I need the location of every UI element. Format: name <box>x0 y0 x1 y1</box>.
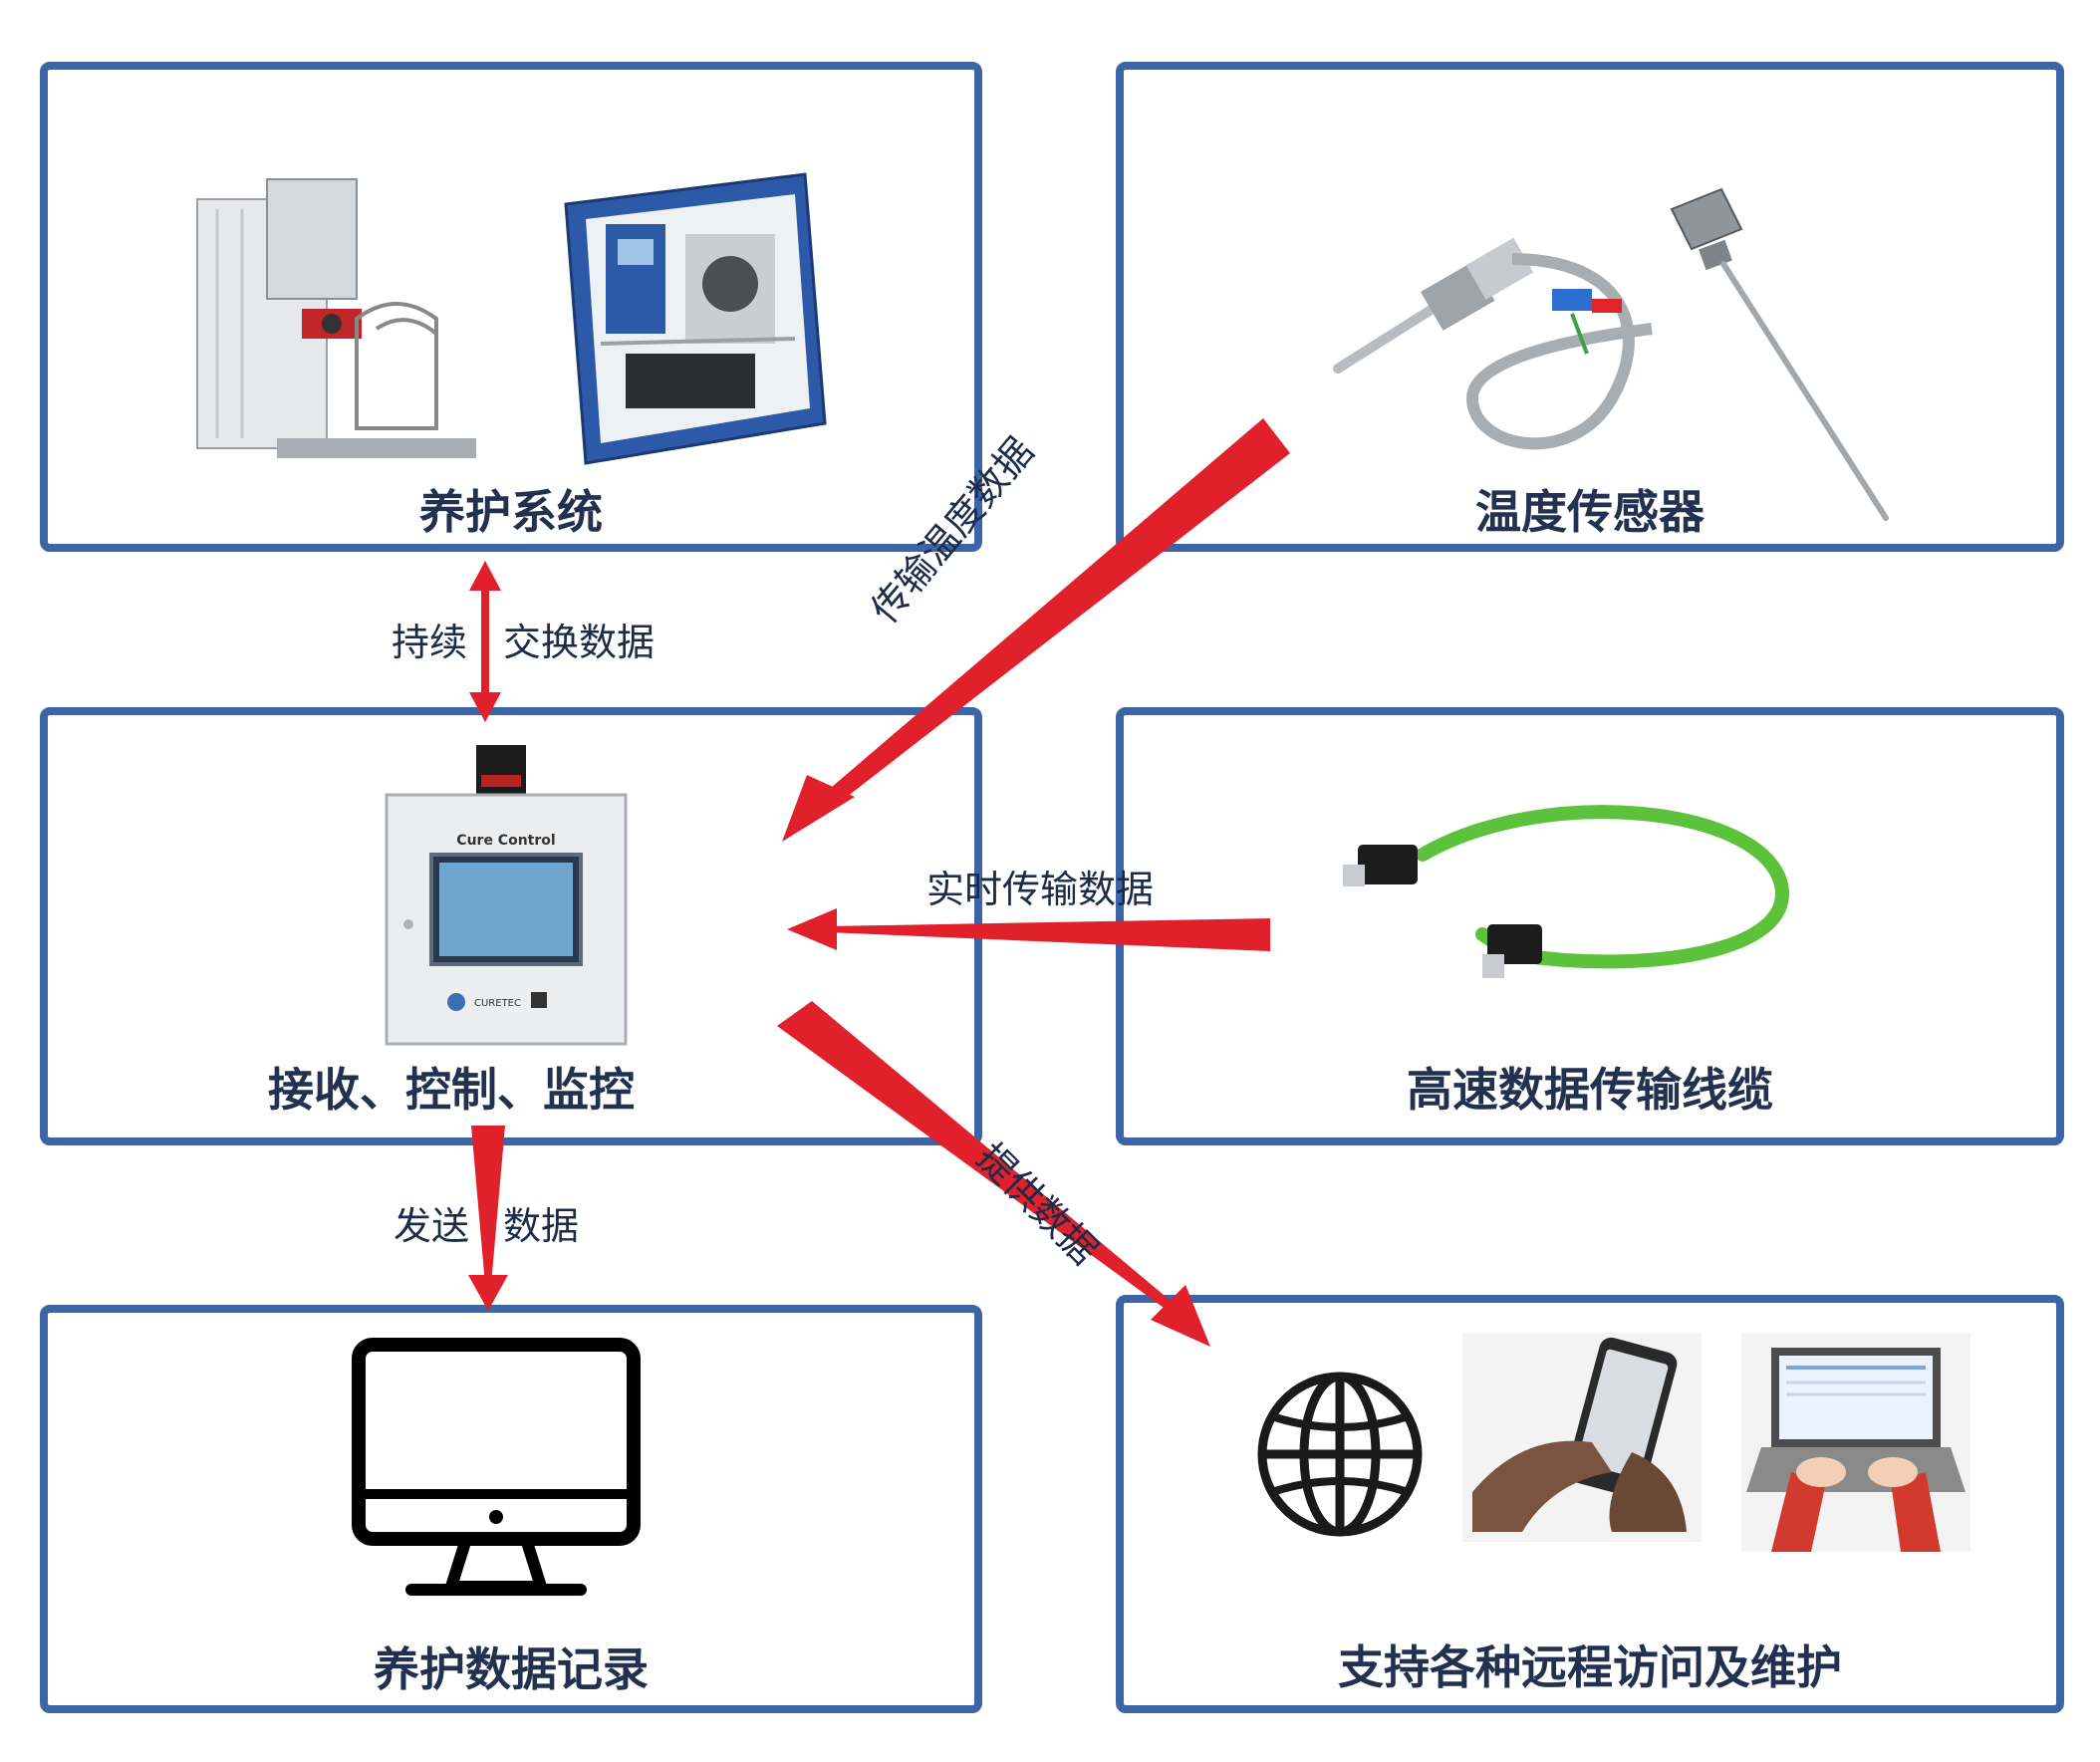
send-label-b: 数据 <box>503 1204 580 1248</box>
remote-title: 支持各种远程访问及维护 <box>1338 1640 1842 1694</box>
exchange-arrow <box>469 561 501 722</box>
rod-sensor-image <box>1670 187 1889 521</box>
cable-title: 高速数据传输线缆 <box>1407 1063 1773 1117</box>
remote-box: 支持各种远程访问及维护 <box>1116 1295 2064 1713</box>
cure-control-cabinet-image: Cure Control CURETEC <box>385 745 628 1046</box>
realtime-label: 实时传输数据 <box>926 868 1155 911</box>
ethernet-cable-image <box>1343 805 1789 978</box>
temp-sensor-title: 温度传感器 <box>1475 485 1705 539</box>
container-unit-image <box>564 172 827 465</box>
controller-title: 接收、控制、监控 <box>268 1063 635 1117</box>
exchange-label-a: 持续 <box>392 621 468 664</box>
controller-box: Cure Control CURETEC 接收、控制、监控 <box>40 707 982 1145</box>
cable-box: 高速数据传输线缆 <box>1116 707 2064 1145</box>
curetec-brand-label: CURETEC <box>474 998 521 1009</box>
thermocouple-probe-image <box>1333 237 1653 450</box>
exchange-label-b: 交换数据 <box>503 621 656 664</box>
cure-control-label: Cure Control <box>456 833 555 849</box>
laptop-typing-image <box>1741 1333 1970 1552</box>
send-arrow <box>468 1126 508 1311</box>
curing-system-title: 养护系统 <box>419 485 603 539</box>
send-label-a: 发送 <box>394 1204 470 1248</box>
temp-sensor-box: 温度传感器 <box>1116 62 2064 552</box>
data-record-box: 养护数据记录 <box>40 1305 982 1713</box>
curing-system-box: 养护系统 <box>40 62 982 552</box>
provide-data-label: 提供数据 <box>967 1134 1107 1274</box>
data-record-title: 养护数据记录 <box>374 1642 649 1696</box>
globe-icon <box>1257 1372 1423 1537</box>
monitor-icon <box>352 1338 641 1596</box>
smartphone-hand-image <box>1462 1333 1702 1542</box>
curing-chamber-image <box>196 178 476 458</box>
